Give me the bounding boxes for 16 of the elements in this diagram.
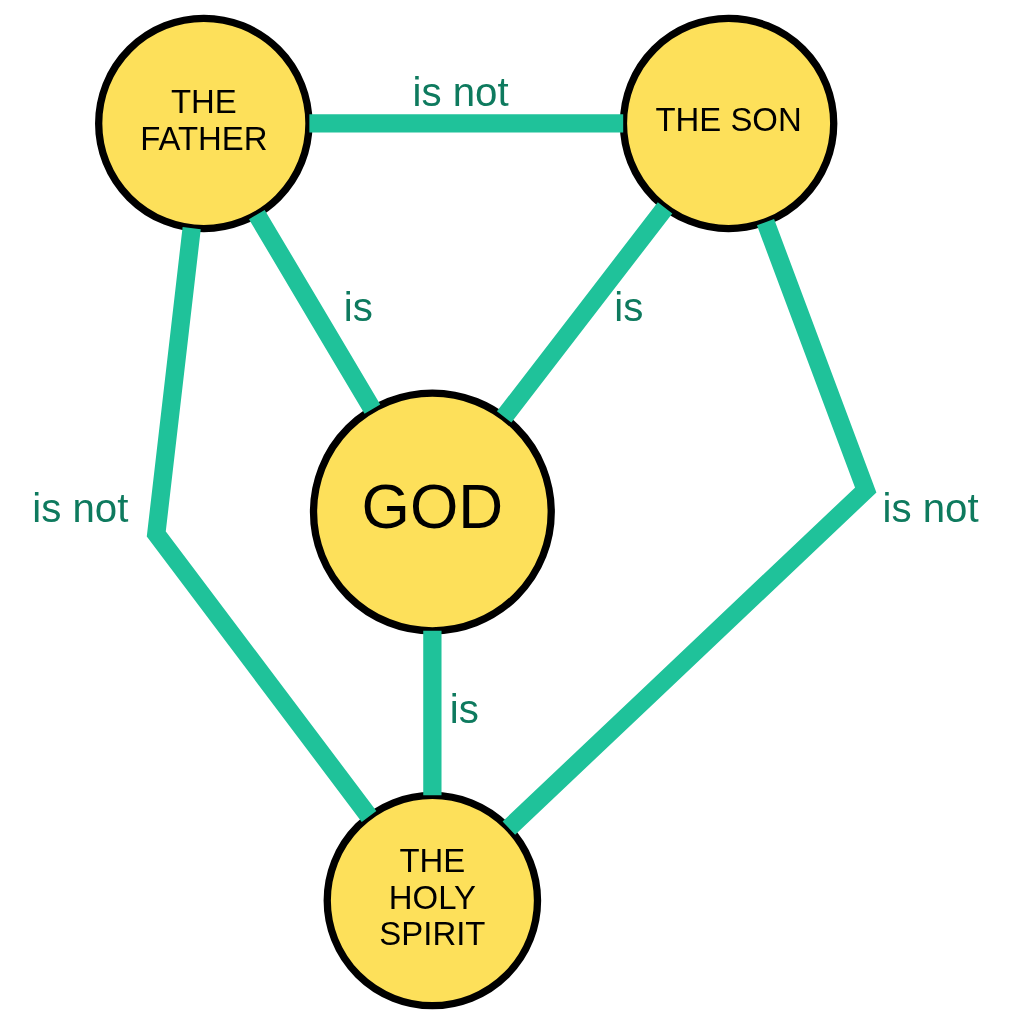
edge-label: is — [614, 285, 644, 331]
node-circle: THE HOLY SPIRIT — [323, 791, 542, 1010]
connector — [496, 202, 673, 423]
node-circle: GOD — [309, 389, 555, 635]
connector — [147, 227, 377, 822]
connector — [423, 630, 442, 796]
edge-label: is — [343, 285, 373, 331]
edge-label: is — [449, 687, 479, 733]
edge-label: is not — [412, 70, 509, 116]
node-circle: THE SON — [619, 14, 838, 233]
connector — [309, 114, 624, 133]
node-circle: THE FATHER — [95, 14, 313, 233]
connector — [502, 218, 875, 835]
edge-label: is not — [882, 486, 979, 532]
connector — [248, 209, 381, 414]
edge-label: is not — [32, 486, 129, 532]
